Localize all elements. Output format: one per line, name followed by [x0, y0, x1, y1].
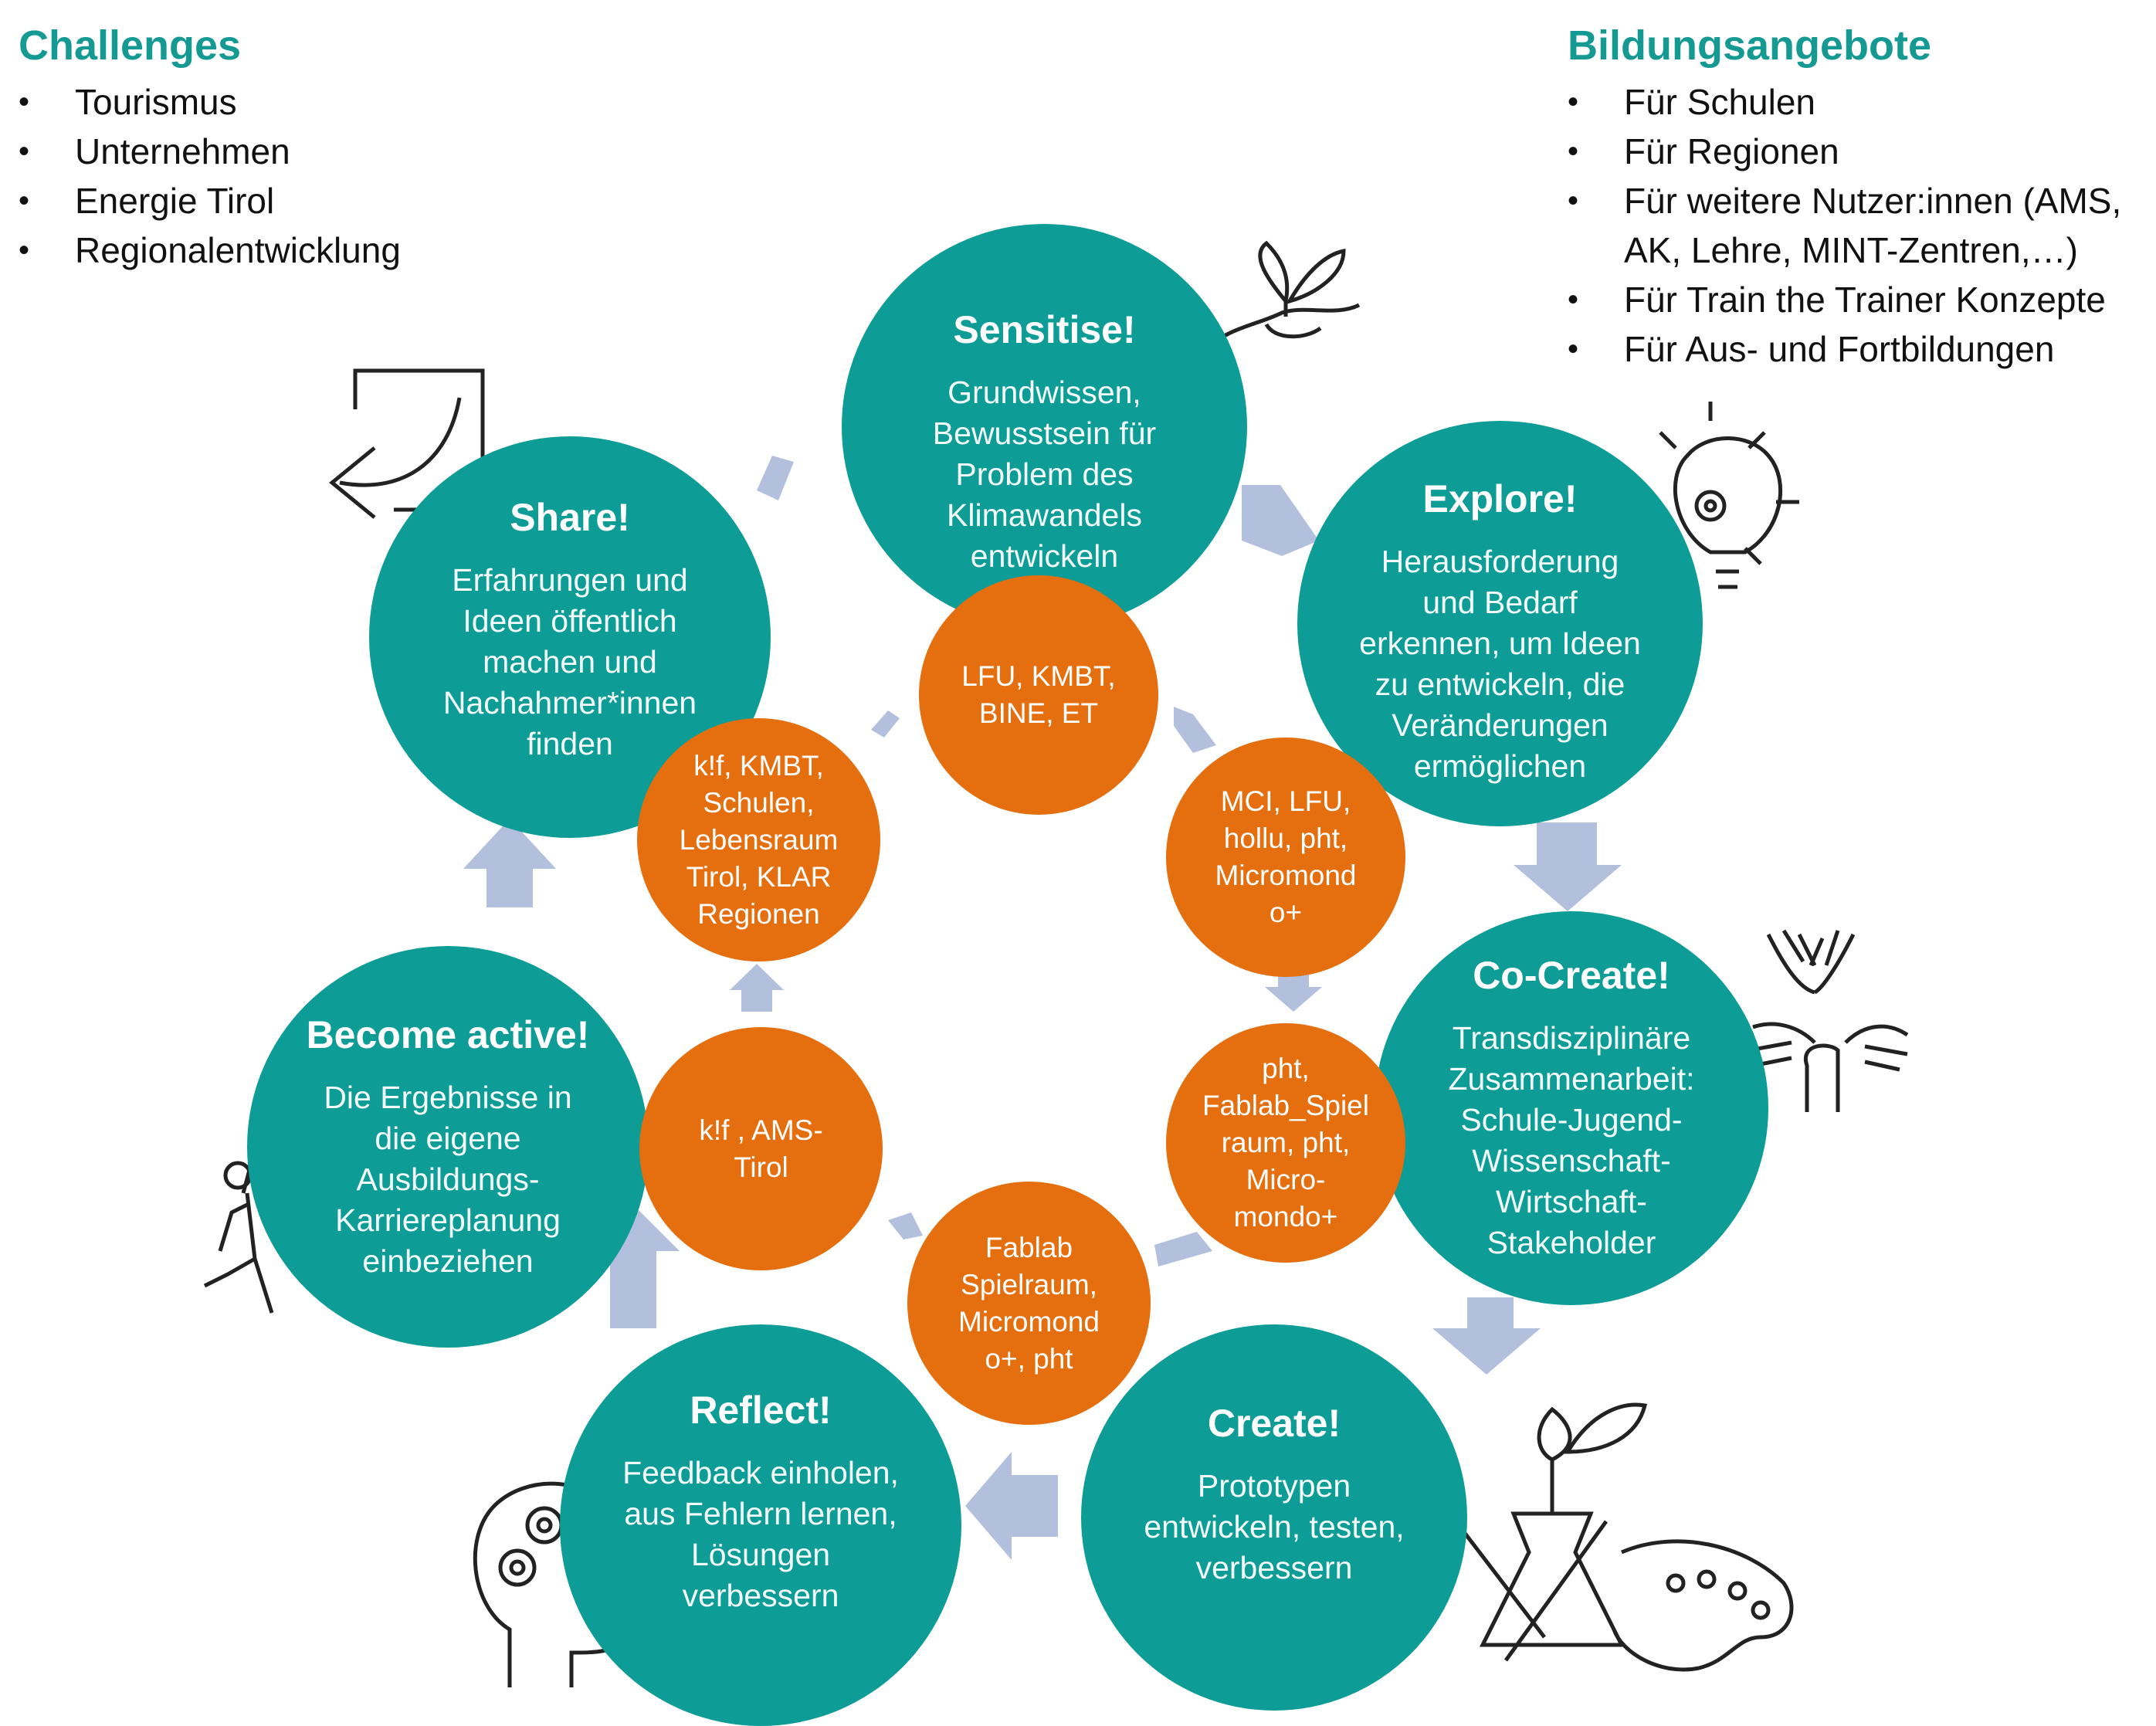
bildungsangebote-item: Für Train the Trainer Konzepte	[1568, 275, 2154, 324]
arrow-inner-6	[730, 964, 784, 1012]
stage-cocreate-text: Transdisziplinäre Zusammenarbeit: Schule…	[1448, 1020, 1695, 1260]
partner-circle: LFU, KMBT, BINE, ET	[919, 575, 1158, 815]
plant-in-hand-icon	[1207, 240, 1361, 349]
arrow-inner-5	[888, 1212, 923, 1239]
bildungsangebote-list: Für Schulen Für Regionen Für weitere Nut…	[1568, 77, 2154, 374]
stage-cocreate-title: Co-Create!	[1473, 954, 1670, 997]
arrow-inner-2	[1174, 707, 1216, 753]
challenges-item: Unternehmen	[19, 127, 559, 176]
challenges-item: Regionalentwicklung	[19, 225, 559, 275]
stage-create-text: Prototypen entwickeln, testen, verbesser…	[1144, 1467, 1405, 1585]
stage-create-title: Create!	[1207, 1401, 1341, 1445]
bildungsangebote-item: Für Regionen	[1568, 127, 2154, 176]
partner-text: MCI, LFU, hollu, pht, Micromond o+	[1215, 785, 1357, 928]
stage-become-active-text: Die Ergebnisse in die eigene Ausbildungs…	[324, 1079, 572, 1279]
arrow-inner-4	[1154, 1232, 1212, 1267]
arrow-inner-1	[871, 710, 900, 738]
bildungsangebote-item: Für Aus- und Fortbildungen	[1568, 324, 2154, 374]
hands-together-icon	[1748, 929, 1909, 1112]
challenges-title: Challenges	[19, 22, 242, 69]
partner-text: k!f, KMBT, Schulen, Lebensraum Tirol, KL…	[679, 749, 839, 930]
lab-tools-icon	[1442, 1402, 1794, 1672]
bildungsangebote-title: Bildungsangebote	[1568, 22, 1931, 69]
bildungsangebote-panel: Bildungsangebote Für Schulen Für Regione…	[1568, 22, 2154, 374]
stage-reflect: Reflect! Feedback einholen, aus Fehlern …	[560, 1324, 961, 1726]
partner-text: pht, Fablab_Spiel raum, pht, Micro- mond…	[1202, 1053, 1369, 1233]
inner-arrows	[730, 707, 1322, 1267]
bildungsangebote-item: Für weitere Nutzer:innen (AMS, AK, Lehre…	[1568, 176, 2154, 275]
arrow-explore-to-cocreate	[1514, 822, 1622, 911]
partner-text: Fablab Spielraum, Micromond o+, pht	[958, 1231, 1100, 1375]
stage-explore: Explore! Herausforderung und Bedarf erke…	[1297, 421, 1703, 826]
arrow-create-to-reflect	[965, 1452, 1058, 1560]
stage-sensitise: Sensitise! Grundwissen, Bewusstsein für …	[842, 224, 1247, 629]
arrow-cocreate-to-create	[1432, 1297, 1541, 1375]
challenges-panel: Challenges Tourismus Unternehmen Energie…	[19, 22, 559, 275]
stage-reflect-title: Reflect!	[690, 1389, 832, 1432]
partner-circle: MCI, LFU, hollu, pht, Micromond o+	[1166, 738, 1405, 977]
arrow-become-to-share	[463, 819, 556, 907]
challenges-list: Tourismus Unternehmen Energie Tirol Regi…	[19, 77, 559, 275]
stage-sensitise-text: Grundwissen, Bewusstsein für Problem des…	[932, 375, 1157, 574]
partner-circle: pht, Fablab_Spiel raum, pht, Micro- mond…	[1166, 1023, 1405, 1263]
stage-create: Create! Prototypen entwickeln, testen, v…	[1081, 1324, 1467, 1711]
challenges-item: Tourismus	[19, 77, 559, 127]
stage-become-active: Become active! Die Ergebnisse in die eig…	[247, 946, 649, 1348]
arrow-share-to-sensitise	[757, 456, 794, 500]
partner-circle: k!f , AMS- Tirol	[639, 1027, 883, 1270]
stage-explore-title: Explore!	[1422, 476, 1578, 521]
stage-become-active-title: Become active!	[306, 1012, 590, 1056]
stage-explore-text: Herausforderung und Bedarf erkennen, um …	[1359, 543, 1641, 784]
stage-sensitise-title: Sensitise!	[953, 308, 1136, 351]
stage-cocreate: Co-Create! Transdisziplinäre Zusammenarb…	[1375, 911, 1768, 1305]
stage-share-title: Share!	[510, 495, 630, 539]
partner-text: LFU, KMBT, BINE, ET	[961, 660, 1116, 729]
partner-circle: k!f, KMBT, Schulen, Lebensraum Tirol, KL…	[637, 718, 880, 961]
partner-circle: Fablab Spielraum, Micromond o+, pht	[907, 1182, 1151, 1425]
arrow-inner-3	[1265, 965, 1322, 1012]
stage-reflect-text: Feedback einholen, aus Fehlern lernen, L…	[622, 1455, 899, 1613]
partner-text: k!f , AMS- Tirol	[699, 1114, 823, 1183]
challenges-item: Energie Tirol	[19, 176, 559, 225]
arrow-sensitise-to-explore	[1242, 485, 1319, 556]
bildungsangebote-item: Für Schulen	[1568, 77, 2154, 127]
stage-share-text: Erfahrungen und Ideen öffentlich machen …	[442, 561, 697, 761]
